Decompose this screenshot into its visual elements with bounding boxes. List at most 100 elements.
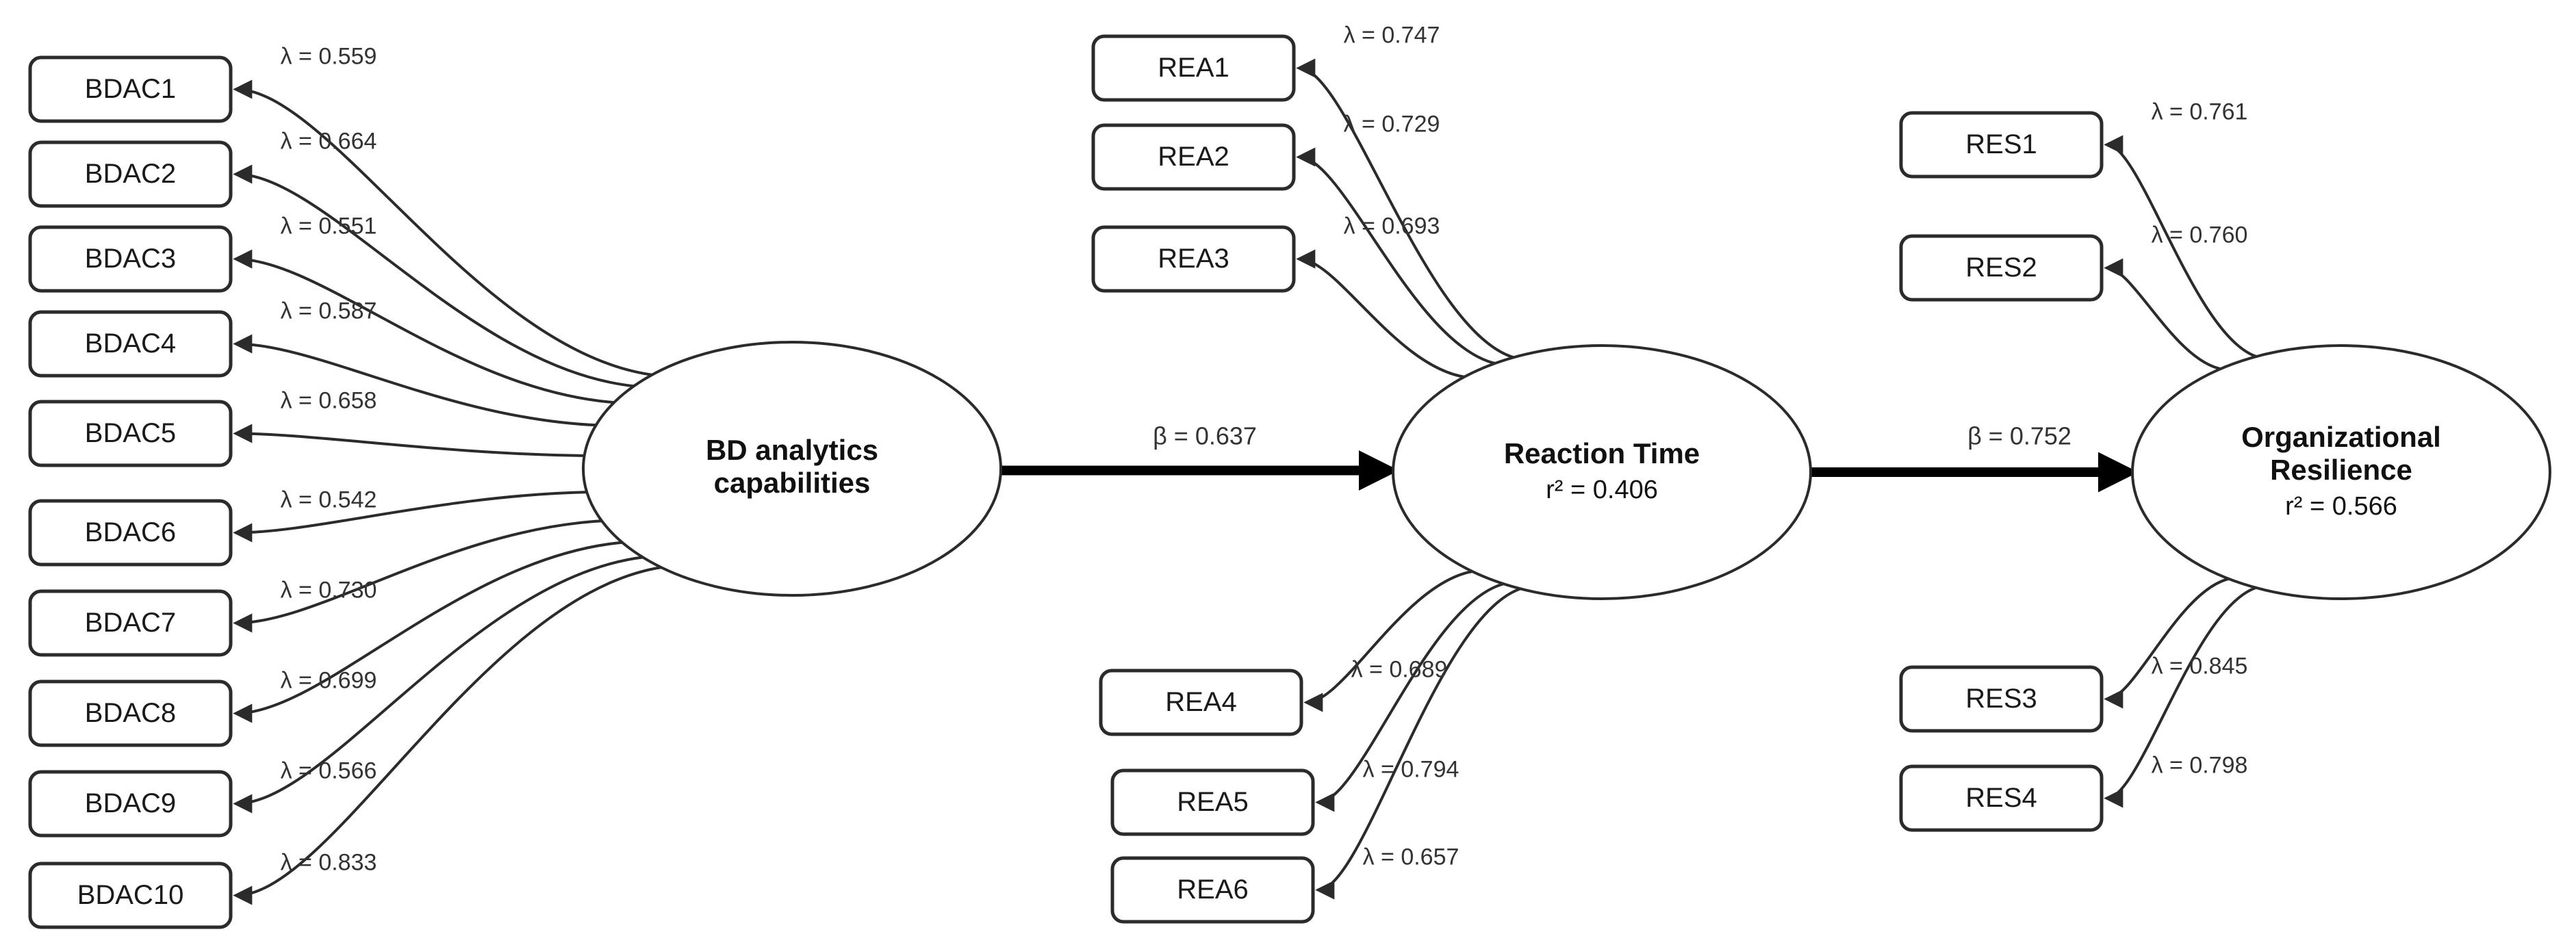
indicator-rect xyxy=(28,140,233,208)
loading-label-rea4: λ = 0.689 xyxy=(1351,656,1448,682)
construct-ellipse xyxy=(582,341,1002,597)
indicator-box-res4[interactable]: RES4 xyxy=(1899,764,2104,832)
indicator-rect xyxy=(1110,768,1315,836)
loading-arrow-bdac2 xyxy=(233,164,637,388)
indicator-label: BDAC8 xyxy=(85,698,176,728)
loading-arrow-res3 xyxy=(2104,577,2232,709)
indicator-box-res3[interactable]: RES3 xyxy=(1899,665,2104,733)
loading-label-rea1: λ = 0.747 xyxy=(1344,22,1440,48)
construct-title-line: Resilience xyxy=(2270,454,2412,486)
loading-label-res4: λ = 0.798 xyxy=(2152,752,2248,778)
indicator-rect xyxy=(28,225,233,293)
indicator-box-bdac4[interactable]: BDAC4 xyxy=(28,310,233,378)
loading-label-bdac6: λ = 0.542 xyxy=(281,487,377,513)
indicator-box-bdac8[interactable]: BDAC8 xyxy=(28,679,233,747)
indicator-boxes-layer: BDAC1BDAC2BDAC3BDAC4BDAC5BDAC6BDAC7BDAC8… xyxy=(28,34,2104,929)
construct-title-line: capabilities xyxy=(714,467,871,499)
construct-ellipse xyxy=(1392,344,1812,600)
indicator-label: BDAC10 xyxy=(77,880,184,910)
edge-labels-layer: λ = 0.559 λ = 0.664 λ = 0.551 λ = 0.587 λ = … xyxy=(281,22,2248,875)
loading-label-bdac10: λ = 0.833 xyxy=(281,849,377,875)
loading-arrow-bdac6 xyxy=(233,491,589,543)
indicator-box-rea6[interactable]: REA6 xyxy=(1110,856,1315,924)
indicator-rect xyxy=(1899,111,2104,179)
indicator-box-bdac1[interactable]: BDAC1 xyxy=(28,55,233,123)
indicator-box-bdac10[interactable]: BDAC10 xyxy=(28,862,233,929)
loading-label-bdac3: λ = 0.551 xyxy=(281,213,377,239)
construct-title-line: Reaction Time xyxy=(1504,437,1700,469)
indicator-label: RES1 xyxy=(1965,129,2037,159)
loading-arrow-res4 xyxy=(2104,585,2259,808)
indicator-box-res1[interactable]: RES1 xyxy=(1899,111,2104,179)
loading-label-rea6: λ = 0.657 xyxy=(1363,844,1459,870)
indicator-box-bdac5[interactable]: BDAC5 xyxy=(28,400,233,467)
indicator-rect xyxy=(1091,225,1296,293)
indicator-box-rea2[interactable]: REA2 xyxy=(1091,123,1296,191)
loading-label-bdac9: λ = 0.566 xyxy=(281,758,377,784)
indicator-box-rea3[interactable]: REA3 xyxy=(1091,225,1296,293)
beta-label-bdac-to-reaction: β = 0.637 xyxy=(1153,422,1257,450)
indicator-rect xyxy=(1091,34,1296,102)
indicator-box-bdac9[interactable]: BDAC9 xyxy=(28,770,233,838)
loading-arrow-bdac1 xyxy=(233,79,655,377)
loading-arrow-res2 xyxy=(2104,258,2223,371)
indicator-rect xyxy=(28,862,233,929)
beta-label-reaction-to-resilience: β = 0.752 xyxy=(1967,422,2071,450)
indicator-rect xyxy=(28,589,233,657)
indicator-box-bdac3[interactable]: BDAC3 xyxy=(28,225,233,293)
indicator-rect xyxy=(1110,856,1315,924)
indicator-label: BDAC1 xyxy=(85,74,176,104)
indicator-rect xyxy=(28,400,233,467)
indicator-label: REA4 xyxy=(1165,687,1237,717)
loading-label-bdac1: λ = 0.559 xyxy=(281,43,377,69)
loading-label-rea5: λ = 0.794 xyxy=(1363,756,1459,782)
loading-label-res1: λ = 0.761 xyxy=(2152,99,2248,125)
indicator-rect xyxy=(28,55,233,123)
indicator-label: REA5 xyxy=(1177,787,1249,817)
loading-label-rea3: λ = 0.693 xyxy=(1344,213,1440,239)
indicator-box-res2[interactable]: RES2 xyxy=(1899,234,2104,302)
loading-label-bdac2: λ = 0.664 xyxy=(281,128,377,154)
loading-label-bdac4: λ = 0.587 xyxy=(281,298,377,324)
construct-r-squared: r² = 0.566 xyxy=(2285,492,2397,521)
loading-arrow-rea2 xyxy=(1296,147,1498,365)
loading-label-bdac7: λ = 0.730 xyxy=(281,577,377,603)
loading-label-res3: λ = 0.845 xyxy=(2152,653,2248,679)
indicator-box-rea4[interactable]: REA4 xyxy=(1099,669,1303,736)
loading-label-res2: λ = 0.760 xyxy=(2152,222,2248,248)
indicator-label: REA1 xyxy=(1158,53,1229,83)
indicator-box-rea5[interactable]: REA5 xyxy=(1110,768,1315,836)
loading-label-rea2: λ = 0.729 xyxy=(1344,111,1440,137)
indicator-box-bdac6[interactable]: BDAC6 xyxy=(28,499,233,567)
indicator-box-rea1[interactable]: REA1 xyxy=(1091,34,1296,102)
loading-arrow-rea4 xyxy=(1303,569,1475,712)
indicator-box-bdac2[interactable]: BDAC2 xyxy=(28,140,233,208)
indicator-rect xyxy=(28,499,233,567)
indicator-rect xyxy=(1899,764,2104,832)
loading-arrow-bdac9 xyxy=(233,556,646,814)
loading-arrow-bdac5 xyxy=(233,424,586,457)
indicator-rect xyxy=(28,310,233,378)
loading-arrow-bdac7 xyxy=(233,519,604,633)
indicator-label: BDAC4 xyxy=(85,328,176,359)
loading-arrow-bdac10 xyxy=(233,565,664,905)
loading-paths-layer xyxy=(233,58,2260,905)
loading-arrow-res1 xyxy=(2104,135,2260,359)
loading-label-bdac5: λ = 0.658 xyxy=(281,387,377,413)
indicator-rect xyxy=(1899,234,2104,302)
loading-arrow-rea3 xyxy=(1296,249,1467,379)
loading-label-bdac8: λ = 0.699 xyxy=(281,667,377,693)
indicator-label: BDAC7 xyxy=(85,608,176,638)
indicator-rect xyxy=(28,679,233,747)
loading-arrow-bdac4 xyxy=(233,334,598,427)
indicator-label: REA2 xyxy=(1158,142,1229,172)
indicator-label: BDAC5 xyxy=(85,418,176,448)
loading-arrow-rea5 xyxy=(1315,582,1507,812)
loading-arrow-rea6 xyxy=(1315,586,1524,900)
indicator-box-bdac7[interactable]: BDAC7 xyxy=(28,589,233,657)
